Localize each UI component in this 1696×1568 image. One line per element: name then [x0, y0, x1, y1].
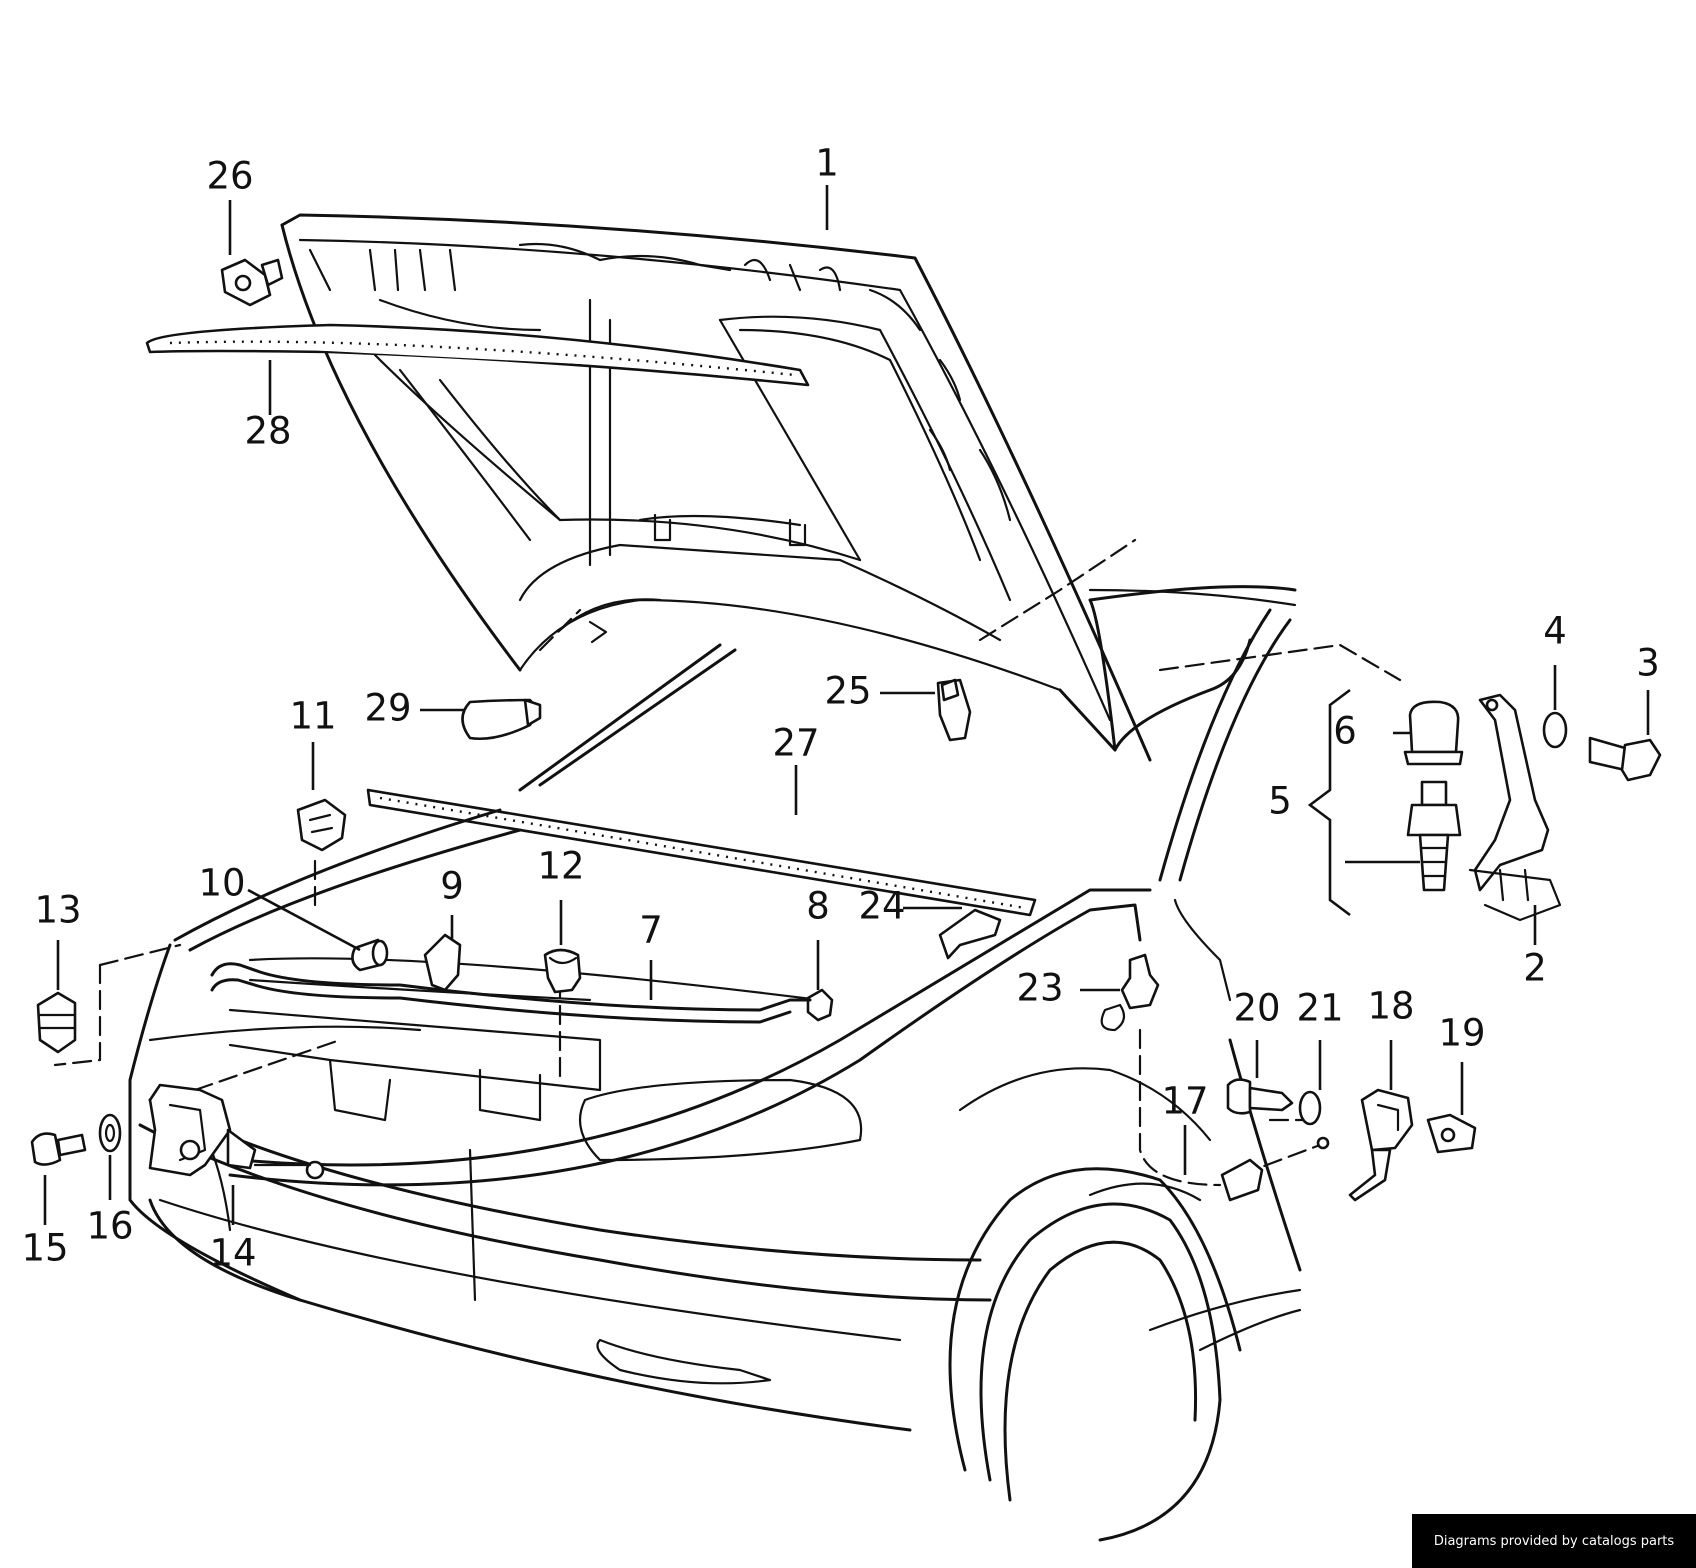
callout-26: 26 — [206, 155, 253, 198]
callout-27: 27 — [772, 722, 819, 765]
dashed-connectors — [53, 538, 1402, 1187]
callout-17: 17 — [1161, 1080, 1208, 1123]
callout-28: 28 — [244, 410, 291, 453]
callout-4: 4 — [1543, 610, 1567, 653]
part-18-release-lever — [1348, 1088, 1414, 1202]
part-4-washer — [1542, 711, 1568, 749]
credit-banner: Diagrams provided by catalogs parts — [1412, 1514, 1696, 1568]
part-21-washer — [1298, 1090, 1330, 1150]
part-6-cap — [1403, 700, 1464, 766]
part-11-clip — [296, 798, 347, 852]
callout-18: 18 — [1367, 985, 1414, 1028]
part-26-bump-stop — [220, 258, 284, 307]
callout-12: 12 — [537, 845, 584, 888]
credit-text: Diagrams provided by catalogs parts — [1433, 1533, 1675, 1549]
callout-7: 7 — [639, 909, 663, 952]
part-7-release-cable — [210, 962, 812, 1024]
part-28-hood-seal — [145, 323, 810, 387]
part-27-seal-strip — [366, 788, 1037, 917]
callout-16: 16 — [86, 1205, 133, 1248]
part-10-grommet — [351, 938, 389, 972]
callout-29: 29 — [364, 687, 411, 730]
callout-1: 1 — [815, 142, 839, 185]
callout-14: 14 — [209, 1232, 256, 1275]
car-body — [128, 585, 1302, 1542]
callout-21: 21 — [1296, 987, 1343, 1030]
callout-19: 19 — [1438, 1012, 1485, 1055]
part-25-clip — [936, 678, 972, 742]
part-9-holder — [423, 933, 462, 992]
hood-panel — [280, 213, 1152, 762]
callout-6: 6 — [1333, 710, 1357, 753]
part-17-cable-end — [1220, 1158, 1264, 1202]
callout-25: 25 — [824, 670, 871, 713]
part-2-hood-hinge — [1468, 693, 1562, 922]
callout-8: 8 — [806, 885, 830, 928]
part-12-buffer — [543, 948, 582, 994]
callout-9: 9 — [440, 865, 464, 908]
callout-labels: 1 2 3 4 5 6 7 8 9 10 11 12 13 14 15 16 1… — [21, 142, 1659, 1275]
callout-2: 2 — [1523, 947, 1547, 990]
callout-15: 15 — [21, 1227, 68, 1270]
callout-leaders — [43, 185, 1650, 1225]
part-5-bolt-assembly — [1406, 780, 1462, 892]
callout-24: 24 — [858, 885, 905, 928]
callout-13: 13 — [34, 889, 81, 932]
part-8-grommet — [806, 988, 834, 1022]
part-3-bolt — [1588, 736, 1662, 782]
part-20-screw — [1226, 1078, 1294, 1115]
callout-20: 20 — [1233, 987, 1280, 1030]
part-16-washer — [98, 1113, 122, 1153]
callout-11: 11 — [289, 695, 336, 738]
part-13-buffer — [36, 991, 77, 1054]
callout-5: 5 — [1268, 780, 1292, 823]
part-19-clip — [1426, 1113, 1477, 1154]
part-23-buffer — [1120, 953, 1160, 1010]
part-24-bracket — [938, 908, 1002, 960]
callout-23: 23 — [1016, 967, 1063, 1010]
part-15-bolt — [30, 1132, 87, 1166]
part-29-hood-lamp — [461, 698, 542, 740]
part-14-hood-lock — [148, 1083, 325, 1180]
callout-3: 3 — [1636, 642, 1660, 685]
callout-10: 10 — [198, 862, 245, 905]
